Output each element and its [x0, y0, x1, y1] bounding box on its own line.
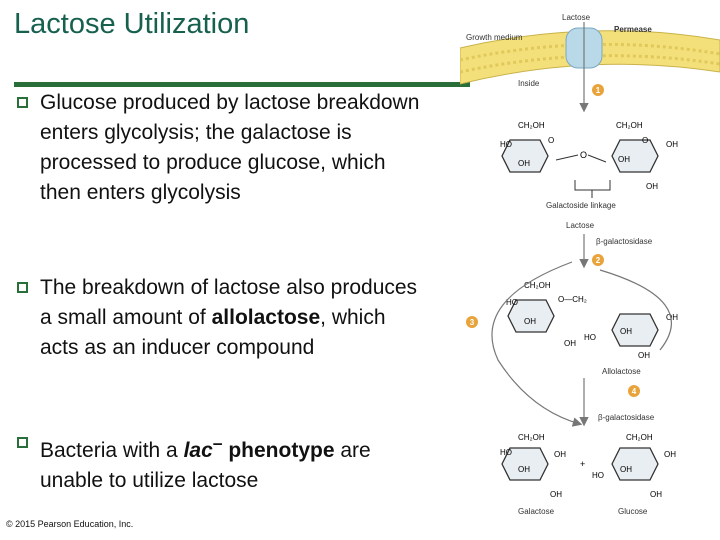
svg-text:2: 2	[596, 256, 601, 265]
svg-text:1: 1	[596, 86, 601, 95]
atom-label: OH	[554, 450, 566, 459]
svg-text:4: 4	[632, 387, 637, 396]
step-3-marker: 3	[466, 316, 478, 328]
atom-label: OH	[550, 490, 562, 499]
atom-label: OH	[518, 465, 530, 474]
permease-label: Permease	[614, 25, 652, 34]
lactose-pathway-figure: Lactose Growth medium Permease Inside 1 …	[460, 13, 720, 516]
atom-label: OH	[564, 339, 576, 348]
atom-label: OH	[666, 313, 678, 322]
atom-label: OH	[664, 450, 676, 459]
slide-title: Lactose Utilization	[14, 8, 250, 40]
bullet-2-bold-term: allolactose	[211, 306, 321, 329]
atom-label: CH₂OH	[524, 281, 551, 290]
enzyme-label-1: β-galactosidase	[596, 237, 653, 246]
step-2-marker: 2	[592, 254, 604, 266]
bullet-square-icon	[17, 437, 28, 448]
atom-label: O	[642, 136, 648, 145]
bullet-square-icon	[17, 97, 28, 108]
isomerization-arrow	[491, 261, 583, 427]
atom-label: OH	[620, 327, 632, 336]
bullet-3-pre: Bacteria with a	[40, 439, 184, 462]
galactose-molecule: CH₂OH HO OH OH OH	[500, 433, 566, 499]
galactoside-linkage-label: Galactoside linkage	[546, 201, 616, 210]
bullet-2: The breakdown of lactose also produces a…	[17, 273, 427, 363]
atom-label: CH₂OH	[616, 121, 643, 130]
bullet-3-bold-term: phenotype	[222, 439, 335, 462]
step-4-marker: 4	[628, 385, 640, 397]
bullet-2-post: , which acts as an inducer compound	[40, 306, 386, 359]
atom-label: HO	[500, 448, 512, 457]
atom-label: OH	[646, 182, 658, 191]
side-arrow	[599, 269, 672, 351]
atom-label: OH	[524, 317, 536, 326]
glycosidic-oxygen: O	[580, 150, 587, 160]
atom-label: O	[548, 136, 554, 145]
bullet-3: Bacteria with a lac– phenotype are unabl…	[17, 428, 427, 496]
atom-label: OH	[666, 140, 678, 149]
step-1-marker: 1	[592, 84, 604, 96]
plus-sign: +	[580, 459, 585, 469]
atom-label: OH	[650, 490, 662, 499]
atom-label: CH₂OH	[518, 433, 545, 442]
bullet-square-icon	[17, 282, 28, 293]
galactose-label: Galactose	[518, 507, 555, 516]
atom-label: OH	[638, 351, 650, 360]
glucose-molecule: CH₂OH HO OH OH OH	[592, 433, 676, 499]
atom-label: OH	[618, 155, 630, 164]
atom-label: OH	[518, 159, 530, 168]
bullet-1-text: Glucose produced by lactose breakdown en…	[40, 91, 420, 204]
allolactose-molecule: CH₂OH HO OH O—CH₂ HO OH OH OH OH	[506, 281, 678, 360]
lactose-molecule: CH₂OH CH₂OH HO OH OH OH OH O O O	[500, 121, 678, 198]
atom-label: CH₂OH	[626, 433, 653, 442]
glucose-label: Glucose	[618, 507, 648, 516]
atom-label: HO	[500, 140, 512, 149]
allolactose-label: Allolactose	[602, 367, 641, 376]
title-divider	[14, 82, 470, 87]
bullet-1: Glucose produced by lactose breakdown en…	[17, 88, 427, 208]
bullet-3-gene: lac	[183, 439, 213, 462]
bullet-3-text: Bacteria with a lac– phenotype are unabl…	[17, 428, 427, 496]
bullet-2-pre: The breakdown of lactose also produces a…	[40, 276, 418, 329]
bullet-2-text: The breakdown of lactose also produces a…	[17, 273, 427, 363]
inside-label: Inside	[518, 79, 540, 88]
atom-label: CH₂OH	[518, 121, 545, 130]
atom-label: O—CH₂	[558, 295, 587, 304]
copyright-notice: © 2015 Pearson Education, Inc.	[6, 519, 134, 529]
enzyme-label-2: β-galactosidase	[598, 413, 655, 422]
svg-text:3: 3	[470, 318, 475, 327]
atom-label: HO	[584, 333, 596, 342]
bullet-3-superscript: –	[212, 433, 223, 453]
bullet-3-post: are unable to utilize lactose	[40, 439, 371, 492]
atom-label: HO	[592, 471, 604, 480]
lactose-label: Lactose	[566, 221, 595, 230]
atom-label: OH	[620, 465, 632, 474]
growth-medium-label: Growth medium	[466, 33, 523, 42]
lactose-top-label: Lactose	[562, 13, 591, 22]
atom-label: HO	[506, 298, 518, 307]
